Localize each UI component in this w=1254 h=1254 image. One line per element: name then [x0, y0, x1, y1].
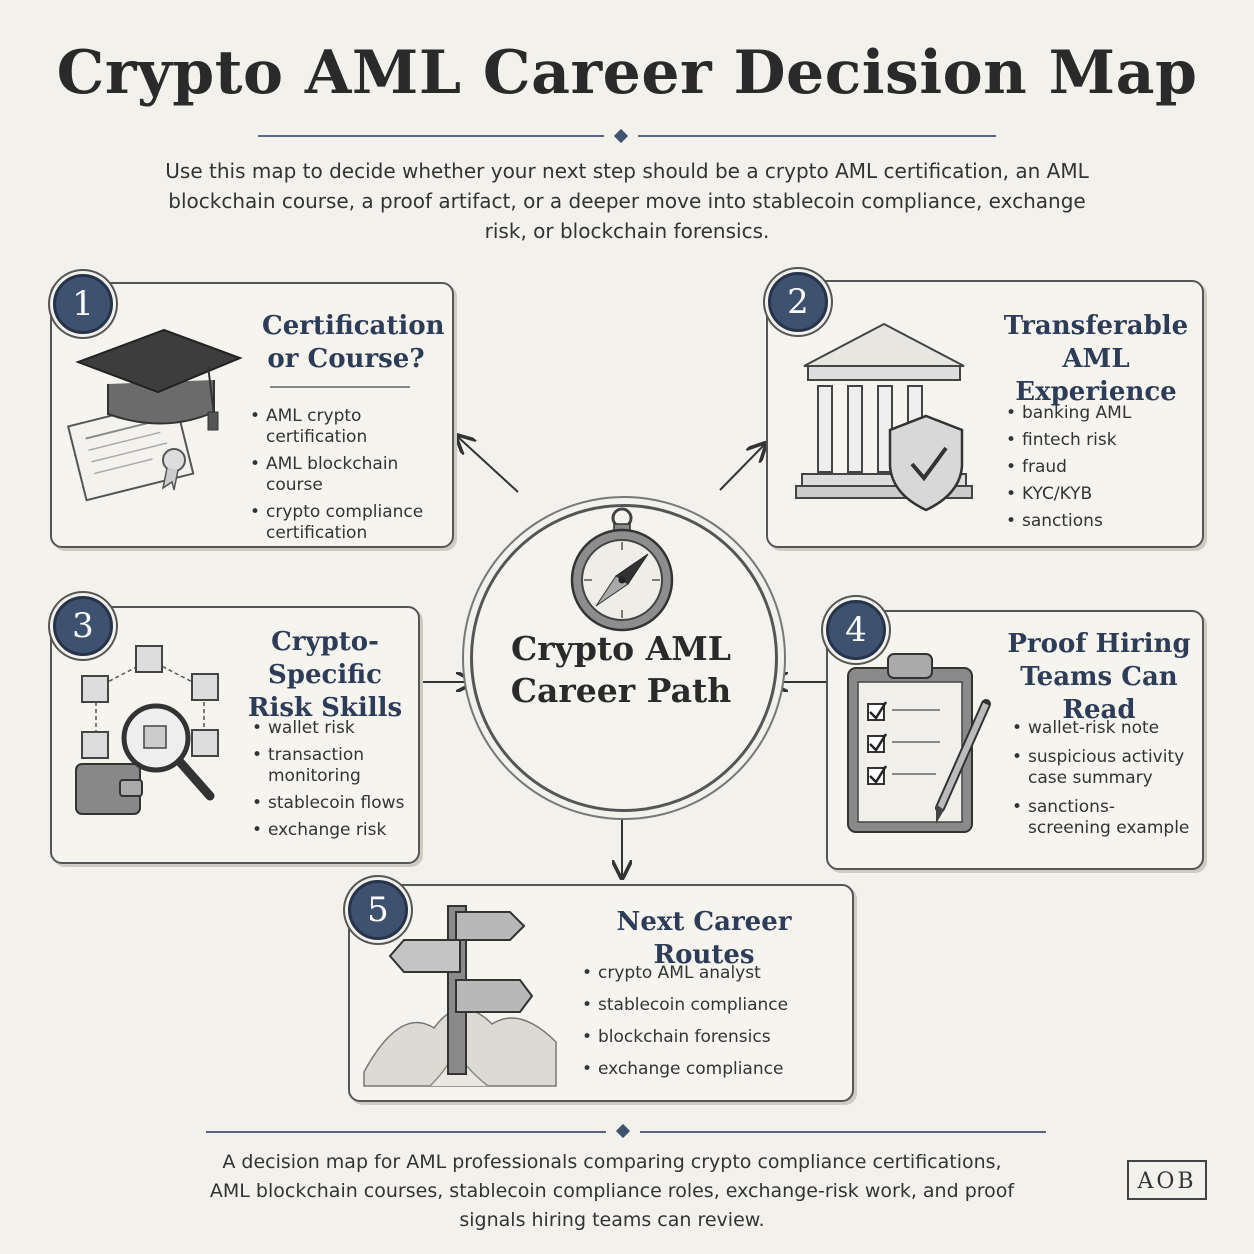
list-item: exchange compliance — [582, 1059, 832, 1080]
graduation-cap-icon — [66, 328, 243, 502]
list-item: transaction monitoring — [252, 745, 412, 787]
footer-divider-right — [640, 1131, 1046, 1133]
clipboard-checklist-icon — [847, 653, 991, 833]
list-item: suspicious activity case summary — [1012, 747, 1192, 789]
list-item: stablecoin flows — [252, 793, 412, 814]
footer-text: A decision map for AML professionals com… — [209, 1151, 1015, 1231]
arrow-to-card-2 — [719, 445, 764, 491]
card-4-number-badge: 4 — [826, 600, 886, 660]
compass-icon — [570, 507, 674, 632]
card-1-title: Certification or Course? — [262, 311, 445, 374]
footer-divider-left — [206, 1131, 606, 1133]
card-2-list: banking AML fintech risk fraud KYC/KYB s… — [1006, 403, 1192, 538]
page-title: Crypto AML Career Decision Map — [56, 38, 1198, 108]
list-item: blockchain forensics — [582, 1027, 832, 1048]
list-item: AML blockchain course — [250, 454, 440, 496]
center-label: Crypto AML Career Path — [510, 629, 732, 710]
card-3-list: wallet risk transaction monitoring stabl… — [252, 718, 412, 847]
card-4-list: wallet-risk note suspicious activity cas… — [1012, 718, 1192, 845]
list-item: crypto compliance certification — [250, 502, 440, 544]
signpost-icon — [363, 905, 557, 1087]
card-1-title-rule — [270, 386, 410, 388]
card-1-number-badge: 1 — [53, 274, 113, 334]
brand-logo: AOB — [1127, 1160, 1207, 1200]
card-4-title: Proof Hiring Teams Can Read — [1007, 629, 1191, 725]
card-5-list: crypto AML analyst stablecoin compliance… — [582, 963, 832, 1086]
list-item: wallet risk — [252, 718, 412, 739]
blockchain-magnifier-icon — [75, 645, 219, 815]
title-divider-right — [638, 135, 996, 137]
card-3-number-badge: 3 — [53, 596, 113, 656]
card-3-title: Crypto-Specific Risk Skills — [247, 627, 403, 723]
list-item: sanctions-screening example — [1012, 797, 1192, 839]
list-item: sanctions — [1006, 511, 1192, 532]
list-item: stablecoin compliance — [582, 995, 832, 1016]
card-2-number-badge: 2 — [768, 272, 828, 332]
list-item: crypto AML analyst — [582, 963, 832, 984]
list-item: banking AML — [1006, 403, 1192, 424]
title-divider-left — [258, 135, 604, 137]
list-item: AML crypto certification — [250, 406, 440, 448]
intro-text: Use this map to decide whether your next… — [165, 159, 1089, 243]
list-item: KYC/KYB — [1006, 484, 1192, 505]
card-1-list: AML crypto certification AML blockchain … — [250, 406, 440, 550]
list-item: wallet-risk note — [1012, 718, 1192, 739]
bank-shield-icon — [795, 322, 973, 512]
list-item: exchange risk — [252, 820, 412, 841]
arrow-to-card-1 — [458, 437, 519, 493]
list-item: fraud — [1006, 457, 1192, 478]
list-item: fintech risk — [1006, 430, 1192, 451]
card-2-title: Transferable AML Experience — [1003, 311, 1189, 407]
card-5-number-badge: 5 — [348, 880, 408, 940]
